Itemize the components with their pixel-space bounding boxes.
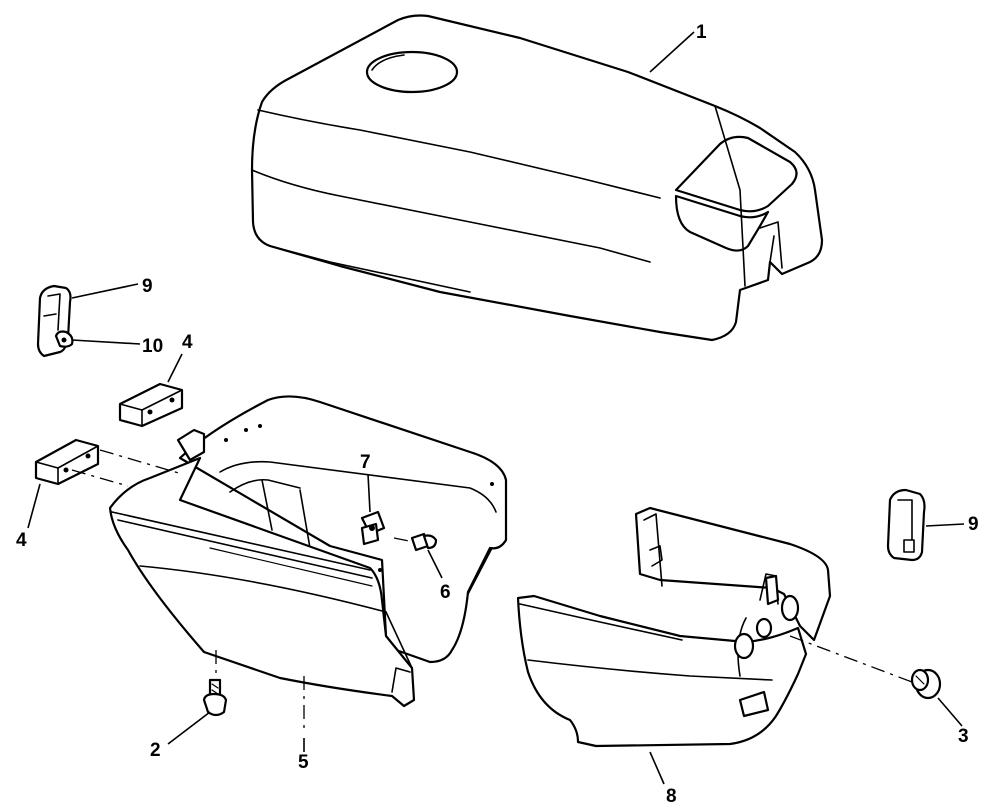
screw xyxy=(202,678,228,717)
alignment-lines xyxy=(71,449,913,730)
label-lower-cover-left: 5 xyxy=(298,752,309,773)
lower-cover-right xyxy=(516,506,832,748)
label-screw-small: 6 xyxy=(440,582,451,603)
label-pad-lower: 4 xyxy=(16,530,27,551)
label-screw: 2 xyxy=(150,740,161,761)
screw-small xyxy=(410,532,438,552)
motor-cover xyxy=(250,14,824,342)
grommet xyxy=(910,668,942,700)
label-lower-cover-right: 8 xyxy=(666,786,677,807)
lower-cover-left xyxy=(108,395,508,708)
pad-lower xyxy=(34,438,100,486)
label-pad-upper: 4 xyxy=(182,332,193,353)
leader-lines xyxy=(27,31,965,785)
label-motor-cover: 1 xyxy=(696,22,707,43)
label-latch-pin: 10 xyxy=(142,336,163,357)
label-clip-nut: 7 xyxy=(360,452,371,473)
label-latch-right: 9 xyxy=(968,514,979,535)
latch-right xyxy=(886,488,926,562)
label-grommet: 3 xyxy=(958,726,969,747)
pad-upper xyxy=(118,382,184,428)
latch-pin xyxy=(54,330,74,348)
clip-nut xyxy=(360,510,386,546)
part-labels: 1 9 10 4 4 7 6 2 5 9 3 8 xyxy=(16,22,979,807)
label-latch-left: 9 xyxy=(142,276,153,297)
